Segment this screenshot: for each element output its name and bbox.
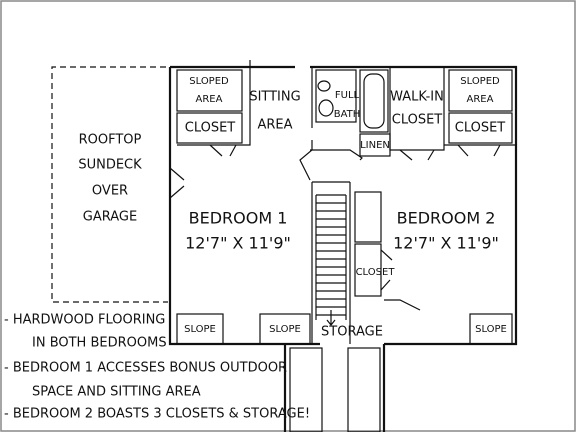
walkin-line2: CLOSET [392,113,443,128]
bedroom2-name: BEDROOM 2 [397,209,496,228]
bedroom2-size: 12'7" X 11'9" [393,234,499,253]
sink [317,80,331,92]
center-closet-doors [380,249,393,291]
linen-label: LINEN [360,140,390,151]
sloped-area-left-box [176,69,243,112]
storage-left [289,347,323,432]
sitting-line1: SITTING [249,90,300,105]
bath-line1: FULL [335,90,360,101]
sloped-area-right-box [448,69,513,112]
left-closet-wall [177,60,251,146]
note-line-5: - BEDROOM 2 BOASTS 3 CLOSETS & STORAGE! [4,407,310,422]
left-closet-doors [209,144,237,157]
bathtub [359,69,389,133]
toilet [318,99,334,117]
right-closet-doors [457,144,501,157]
closet-left-box [176,112,243,144]
bedroom1-name: BEDROOM 1 [189,209,288,228]
sloped-right-line2: AREA [467,94,494,105]
storage-label: STORAGE [321,325,383,340]
sundeck-line4: GARAGE [83,210,137,225]
sundeck-door [169,167,185,199]
stair-walls [311,181,351,344]
slope-right-box [469,313,513,345]
closet-right-label: CLOSET [455,121,506,136]
hall-wall [310,149,363,161]
slope-right-label: SLOPE [475,324,507,335]
note-line-4: SPACE AND SITTING AREA [32,385,201,400]
stair-treads [315,194,347,326]
sloped-right-line1: SLOPED [460,76,500,87]
slope-left-box [176,313,224,345]
center-closet-mid [354,243,382,297]
slope-left-label: SLOPE [184,324,216,335]
walkin-doors [399,149,435,161]
sitting-line2: AREA [257,118,292,133]
note-line-2: IN BOTH BEDROOMS [32,336,167,351]
sitting-east-wall [299,67,313,181]
slope-mid-label: SLOPE [269,324,301,335]
walkin-walls [389,67,445,151]
bath-line2: BATH [334,109,361,120]
sundeck-line1: ROOFTOP [79,133,142,148]
sundeck-line3: OVER [92,184,128,199]
closet-right-box [448,112,513,144]
storage-right [347,347,381,432]
sundeck-line2: SUNDECK [78,158,142,173]
sloped-left-line2: AREA [196,94,223,105]
closet-left-label: CLOSET [185,121,236,136]
sloped-left-line1: SLOPED [189,76,229,87]
center-closet-top [354,191,382,243]
storage-door [384,299,421,311]
bedroom1-size: 12'7" X 11'9" [185,234,291,253]
closet-center-label: CLOSET [356,267,396,278]
note-line-1: - HARDWOOD FLOORING [4,313,165,328]
storage-walls [283,344,386,432]
bathtub-inner [363,73,385,129]
note-line-3: - BEDROOM 1 ACCESSES BONUS OUTDOOR [4,361,287,376]
walkin-line1: WALK-IN [390,90,444,105]
sundeck-outline [51,66,176,303]
bath-fixtures-area [315,69,357,123]
